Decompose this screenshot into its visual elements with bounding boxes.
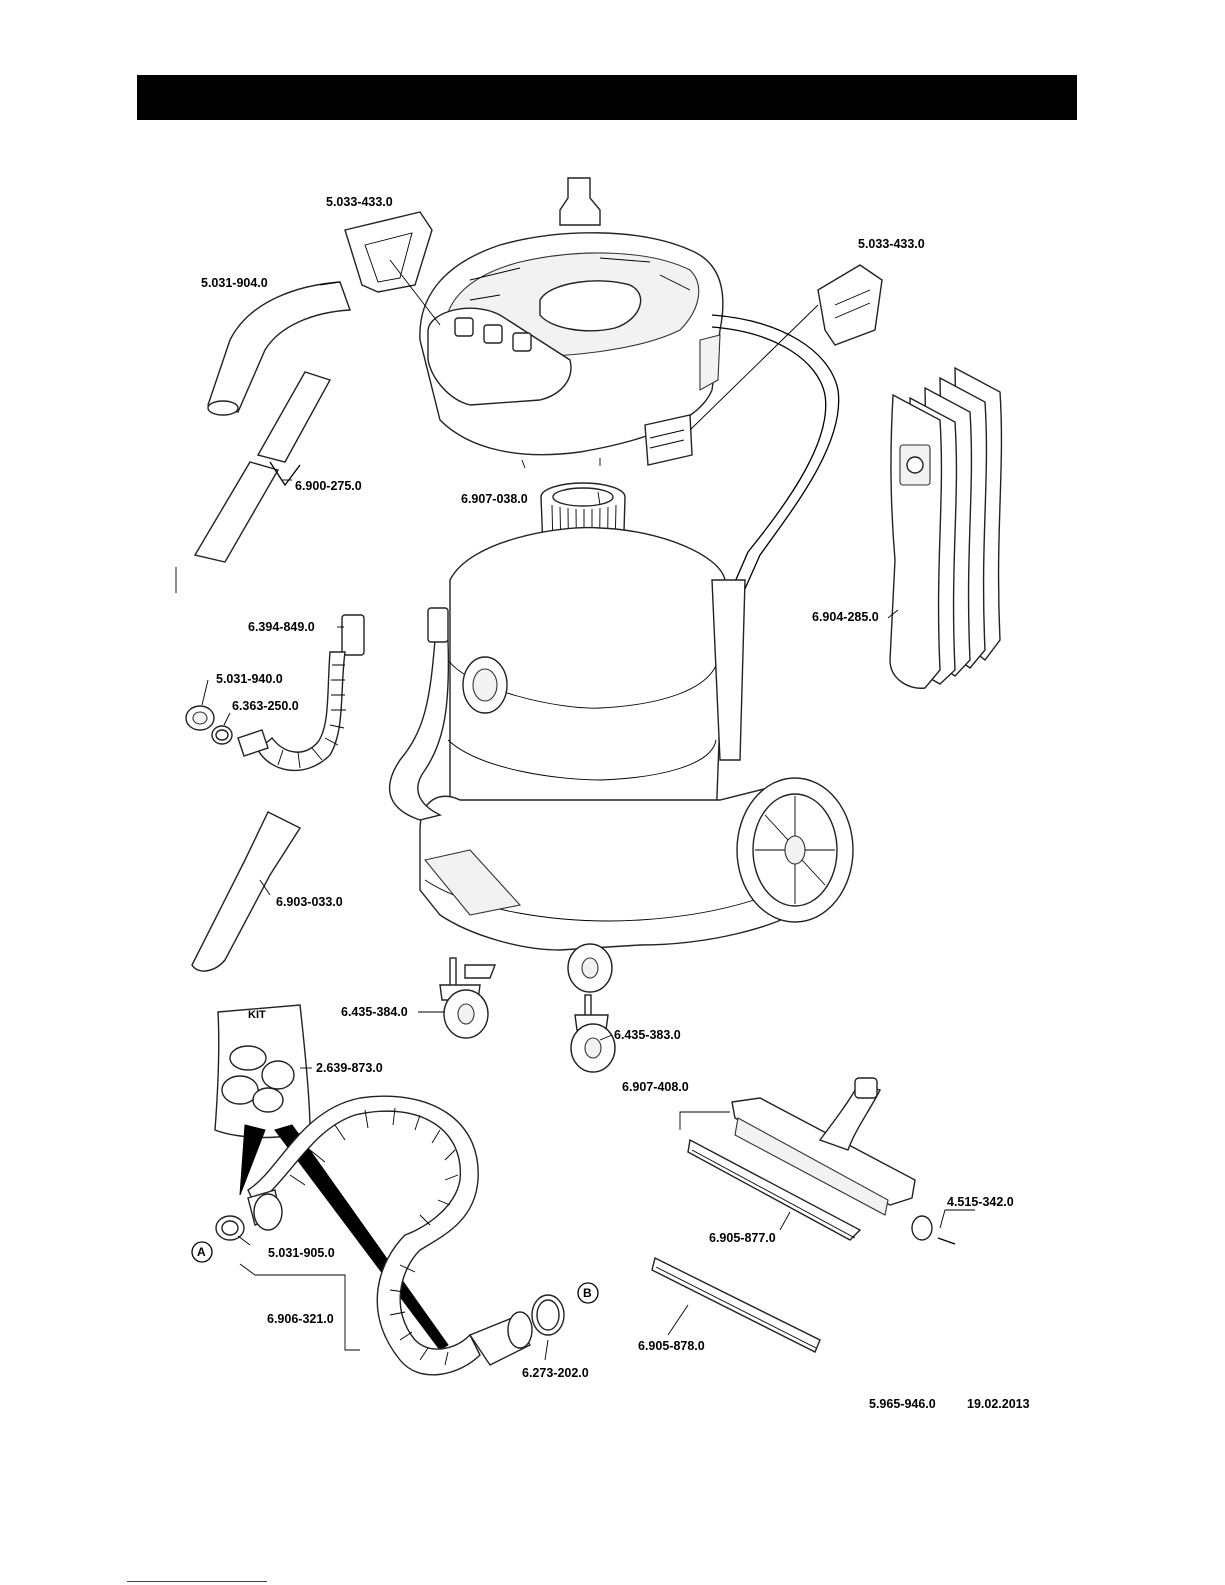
squeegee-rubber xyxy=(652,1258,820,1352)
label-2639-873: 2.639-873.0 xyxy=(316,1062,383,1075)
label-6273-202: 6.273-202.0 xyxy=(522,1367,589,1380)
label-5033-433-right: 5.033-433.0 xyxy=(858,238,925,251)
extension-tube-upper xyxy=(258,372,330,462)
label-6905-878: 6.905-878.0 xyxy=(638,1340,705,1353)
label-6907-408: 6.907-408.0 xyxy=(622,1081,689,1094)
callout-a-label: A xyxy=(197,1246,206,1258)
accessory-holder-right xyxy=(818,265,882,345)
hose-nut xyxy=(186,706,214,730)
motor-head xyxy=(420,178,723,468)
floor-nozzle xyxy=(732,1078,915,1215)
footer-date: 19.02.2013 xyxy=(967,1398,1030,1411)
kit-bag xyxy=(215,1005,310,1138)
sealing-ring xyxy=(212,726,232,744)
kit-label: KIT xyxy=(248,1010,266,1021)
label-4515-342: 4.515-342.0 xyxy=(947,1196,1014,1209)
elbow-tube xyxy=(208,282,350,412)
label-5031-940: 5.031-940.0 xyxy=(216,673,283,686)
label-5033-433-top: 5.033-433.0 xyxy=(326,196,393,209)
label-6905-877: 6.905-877.0 xyxy=(709,1232,776,1245)
label-6906-321: 6.906-321.0 xyxy=(267,1313,334,1326)
caster-swivel xyxy=(571,995,615,1072)
label-6435-384: 6.435-384.0 xyxy=(341,1006,408,1019)
callout-b-label: B xyxy=(583,1287,592,1299)
label-6900-275: 6.900-275.0 xyxy=(295,480,362,493)
caster-with-brake xyxy=(440,958,495,1038)
short-hose xyxy=(238,615,364,770)
crevice-nozzle xyxy=(192,812,300,971)
attached-suction-hose xyxy=(390,640,449,820)
label-6363-250: 6.363-250.0 xyxy=(232,700,299,713)
push-handle xyxy=(712,315,839,760)
label-6435-383: 6.435-383.0 xyxy=(614,1029,681,1042)
label-6907-038: 6.907-038.0 xyxy=(461,493,528,506)
footer-doc-number: 5.965-946.0 xyxy=(869,1398,936,1411)
label-5031-904: 5.031-904.0 xyxy=(201,277,268,290)
extension-tube-lower xyxy=(195,462,278,562)
bottom-link-underline xyxy=(127,1581,267,1582)
label-6903-033: 6.903-033.0 xyxy=(276,896,343,909)
label-6394-849: 6.394-849.0 xyxy=(248,621,315,634)
label-5031-905: 5.031-905.0 xyxy=(268,1247,335,1260)
hose-ring-b xyxy=(532,1295,564,1335)
hose-ring-a xyxy=(216,1216,244,1240)
caster-front xyxy=(568,944,612,992)
roller-and-axle xyxy=(912,1216,955,1244)
filter-bags xyxy=(890,368,1001,688)
rear-wheel xyxy=(737,778,853,922)
label-6904-285: 6.904-285.0 xyxy=(812,611,879,624)
